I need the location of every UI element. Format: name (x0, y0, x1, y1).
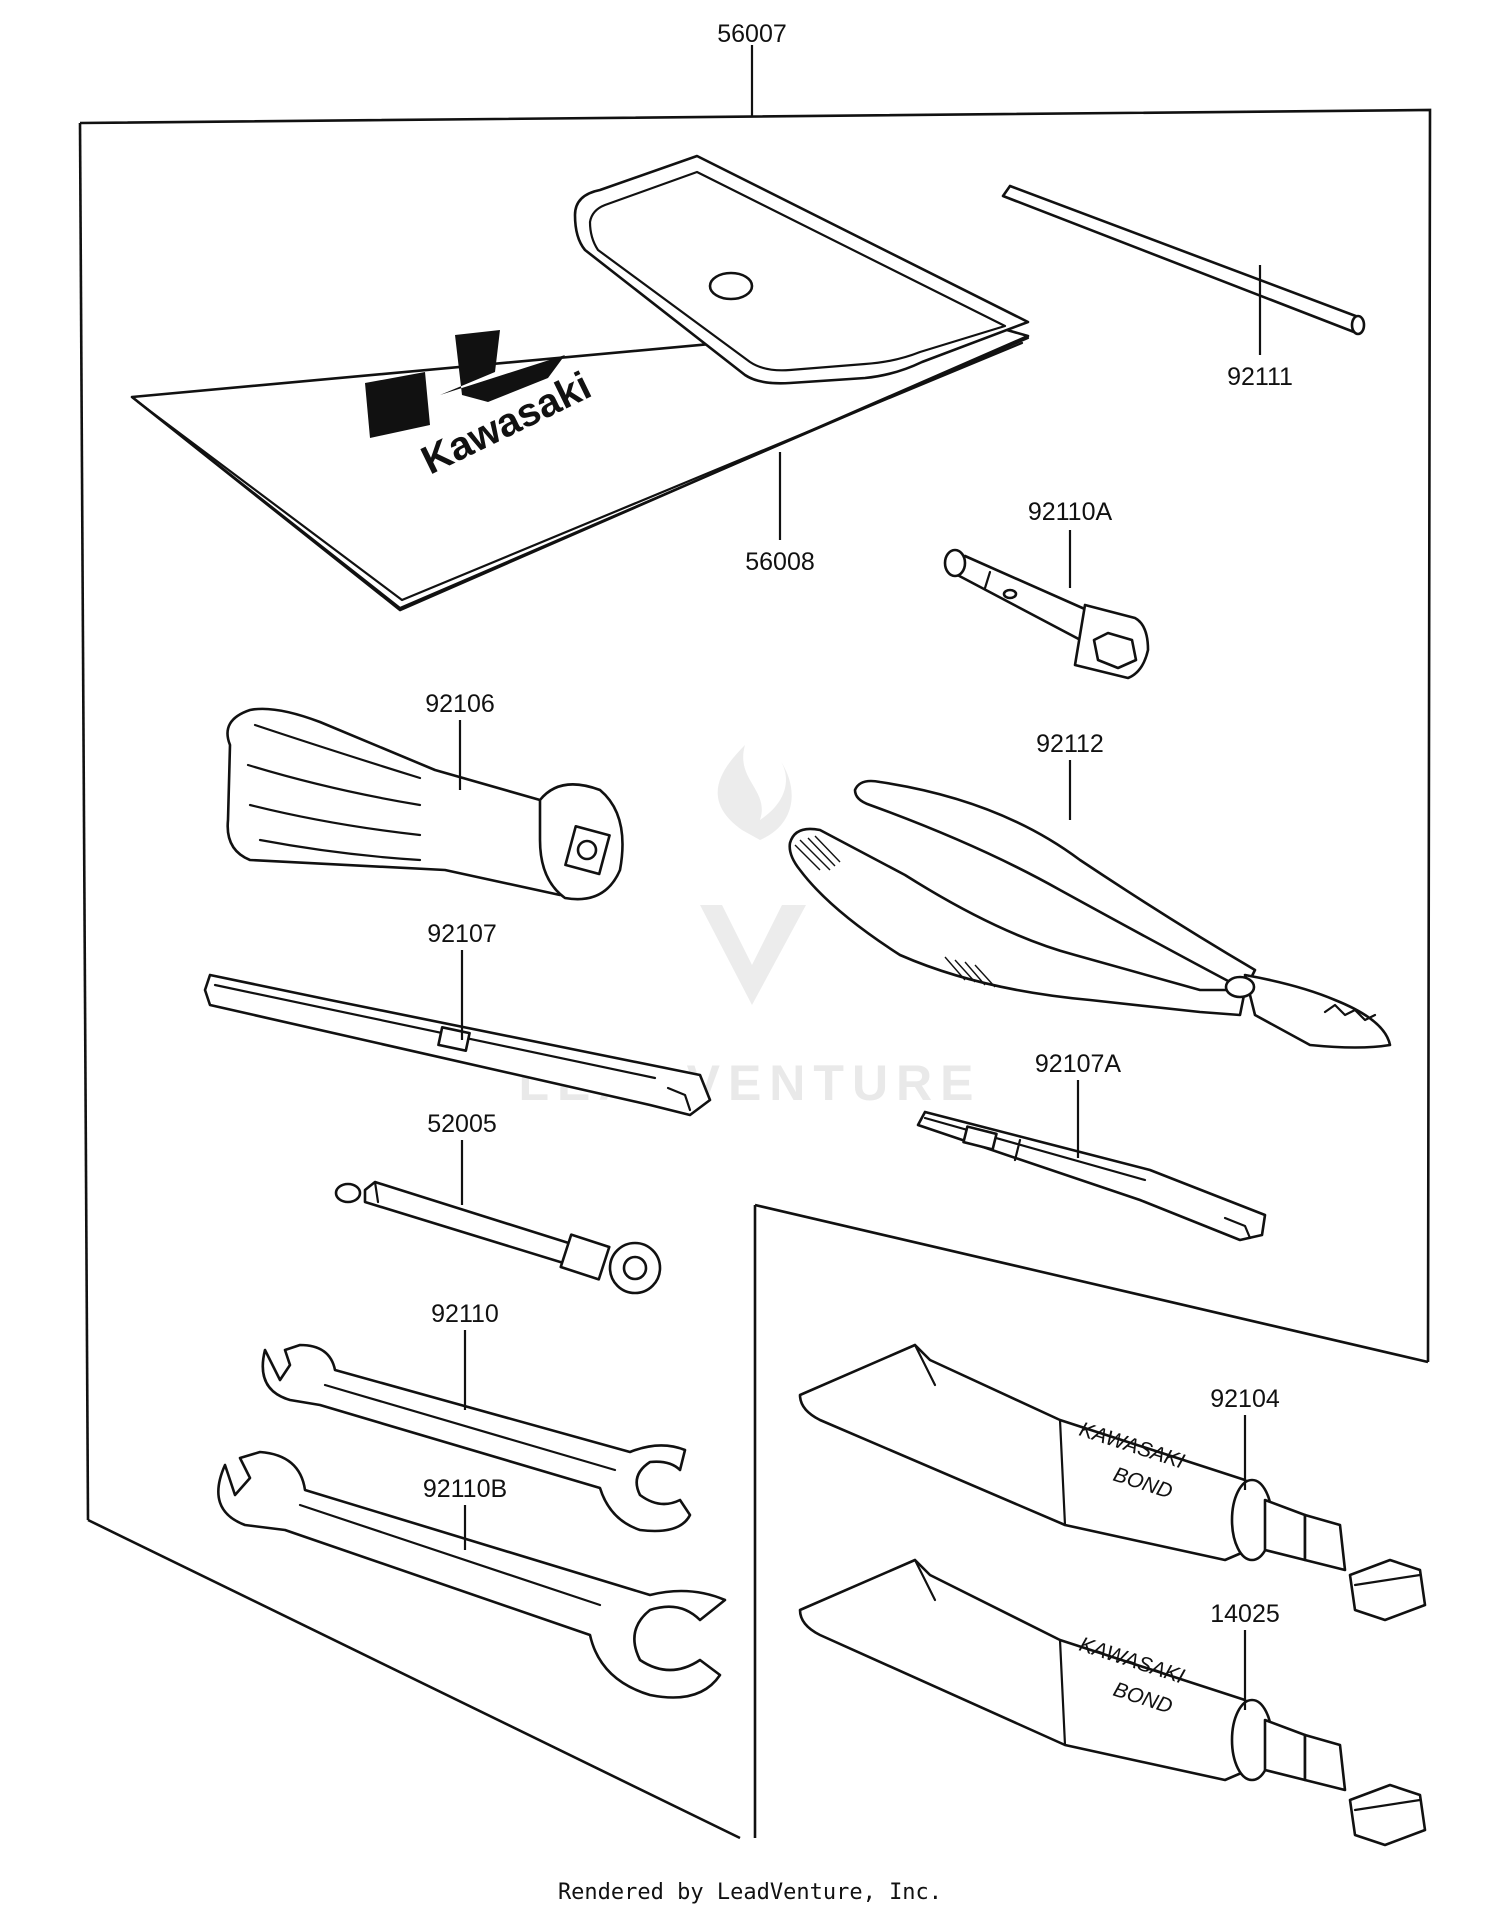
callout-92110: 92110 (431, 1300, 499, 1328)
bond-tube-92104: KAWASAKI BOND (798, 1343, 1427, 1622)
wrench-92110 (261, 1343, 692, 1533)
footer-credit: Rendered by LeadVenture, Inc. (557, 1880, 943, 1905)
callout-92112: 92112 (1036, 730, 1104, 758)
handle-92106 (226, 707, 624, 901)
wrench-92110B (217, 1450, 727, 1699)
bond-tube-14025: KAWASAKI BOND (798, 1558, 1427, 1847)
callout-92106: 92106 (425, 690, 495, 718)
kit-frame (78, 45, 1432, 1840)
callout-52005: 52005 (427, 1110, 497, 1138)
screwdriver-92107 (203, 973, 712, 1117)
callout-92111: 92111 (1227, 363, 1293, 391)
callout-92110B: 92110B (423, 1475, 507, 1503)
callout-labels: 56007 56008 92111 92110A 92106 92112 921… (423, 20, 1293, 1628)
rod-92111 (1001, 184, 1366, 336)
plug-wrench-92110A (943, 548, 1150, 680)
leader-lines (458, 265, 1262, 1710)
callout-92107A: 92107A (1035, 1050, 1122, 1078)
tool-pouch: Kawasaki (130, 154, 1030, 612)
screwdriver-92107A (916, 1110, 1267, 1242)
callout-56007: 56007 (717, 20, 787, 48)
callout-92104: 92104 (1210, 1385, 1280, 1413)
tool-52005 (334, 1180, 662, 1295)
callout-14025: 14025 (1210, 1600, 1280, 1628)
callout-92110A: 92110A (1028, 498, 1113, 526)
pliers-92112 (788, 779, 1392, 1049)
callout-56008: 56008 (745, 548, 815, 576)
callout-92107: 92107 (427, 920, 497, 948)
plier-grip-hatch (794, 835, 996, 988)
